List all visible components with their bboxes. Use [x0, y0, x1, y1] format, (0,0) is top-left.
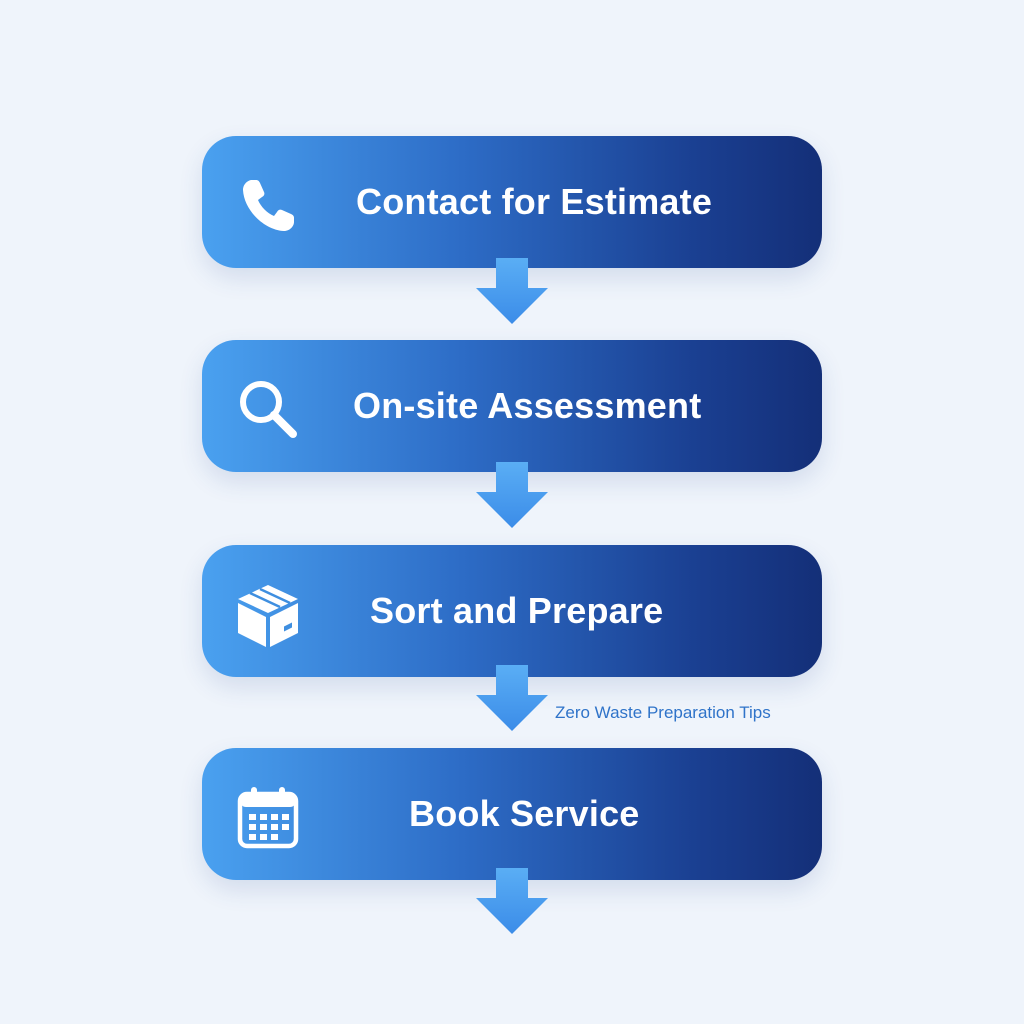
- box-icon: [234, 581, 302, 649]
- magnifier-icon: [234, 376, 302, 444]
- step-label: Sort and Prepare: [370, 590, 664, 631]
- down-arrow-icon: [474, 258, 550, 326]
- down-arrow-icon: [474, 665, 550, 733]
- step-book-service[interactable]: Book Service: [202, 748, 822, 880]
- step-label: On-site Assessment: [353, 385, 702, 426]
- phone-icon: [234, 172, 302, 240]
- step-on-site-assessment[interactable]: On-site Assessment: [202, 340, 822, 472]
- down-arrow-icon: [474, 868, 550, 936]
- down-arrow-icon: [474, 462, 550, 530]
- zero-waste-tips-link[interactable]: Zero Waste Preparation Tips: [555, 703, 771, 722]
- step-label: Contact for Estimate: [356, 181, 713, 222]
- calendar-icon: [234, 784, 302, 852]
- step-contact-for-estimate[interactable]: Contact for Estimate: [202, 136, 822, 268]
- step-label: Book Service: [409, 793, 640, 834]
- step-sort-and-prepare[interactable]: Sort and Prepare: [202, 545, 822, 677]
